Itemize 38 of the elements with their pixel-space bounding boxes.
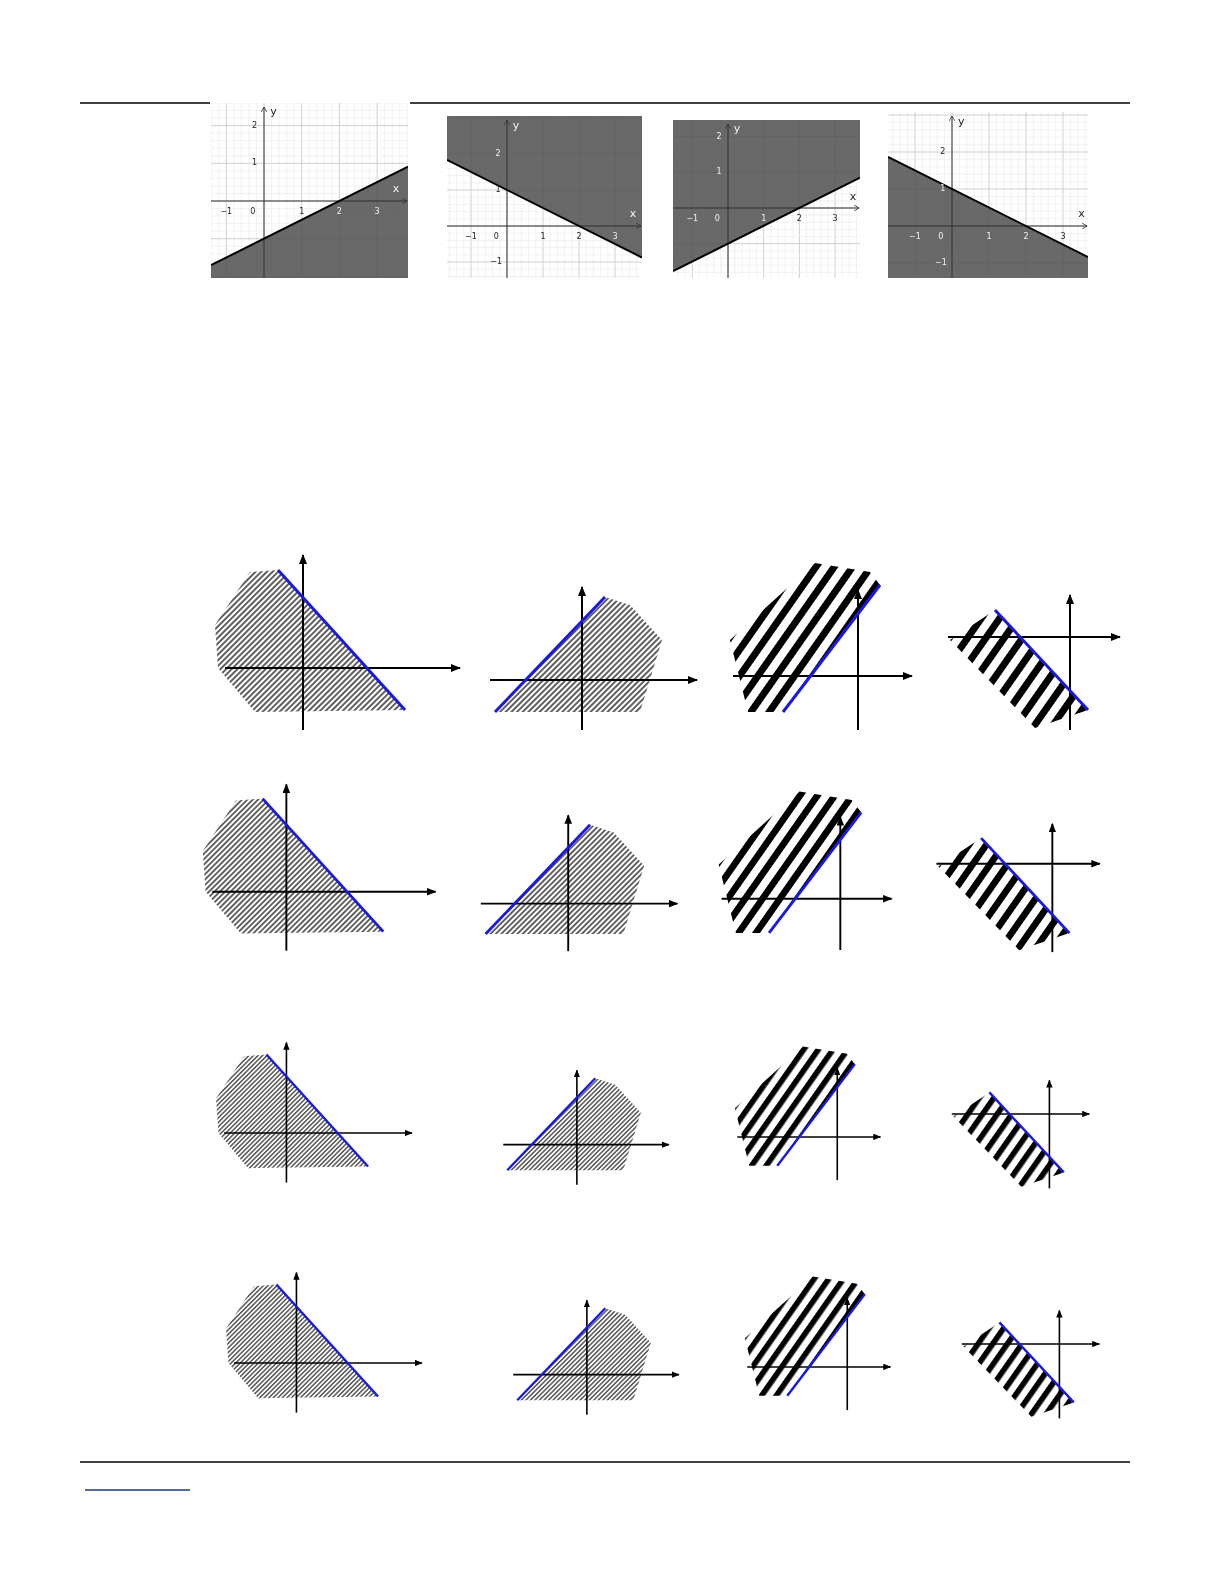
tick-label: −1 <box>909 233 921 242</box>
tick-label: 0 <box>714 214 720 223</box>
tick-label: 1 <box>540 232 546 241</box>
tick-label: 1 <box>495 186 501 194</box>
tick-label: 2 <box>495 150 501 158</box>
tick-label: 2 <box>940 148 946 156</box>
axis-label: y <box>958 115 965 127</box>
tick-label: 2 <box>252 121 258 130</box>
tick-label: 3 <box>374 208 380 217</box>
axis-label: y <box>270 105 277 116</box>
axis-label: x <box>392 182 400 194</box>
axis-label: y <box>733 122 741 134</box>
axis-label: x <box>849 190 857 201</box>
tick-label: −1 <box>220 208 233 217</box>
tick-label: 3 <box>612 232 618 241</box>
tick-label: 2 <box>716 132 722 141</box>
tick-label: 2 <box>336 208 342 217</box>
tick-label: 0 <box>493 232 499 241</box>
tick-label: 1 <box>299 208 305 217</box>
axis-label: y <box>512 119 520 131</box>
tick-label: 1 <box>252 159 258 168</box>
tick-label: 1 <box>986 233 992 242</box>
tick-label: −1 <box>935 259 947 267</box>
tick-label: 0 <box>938 233 944 242</box>
tick-label: 0 <box>250 208 256 217</box>
axis-label: x <box>629 207 637 219</box>
tick-label: 2 <box>576 232 582 241</box>
tick-label: 1 <box>761 214 767 223</box>
tick-label: −1 <box>465 232 477 241</box>
tick-label: −1 <box>490 258 503 266</box>
tick-label: −1 <box>686 214 699 223</box>
tick-label: 1 <box>940 185 946 193</box>
tick-label: 3 <box>832 214 838 223</box>
tick-label: 2 <box>1023 233 1029 242</box>
tick-label: 2 <box>796 214 802 223</box>
axis-label: x <box>1078 207 1085 219</box>
tick-label: 1 <box>716 168 722 177</box>
tick-label: 3 <box>1060 233 1066 242</box>
